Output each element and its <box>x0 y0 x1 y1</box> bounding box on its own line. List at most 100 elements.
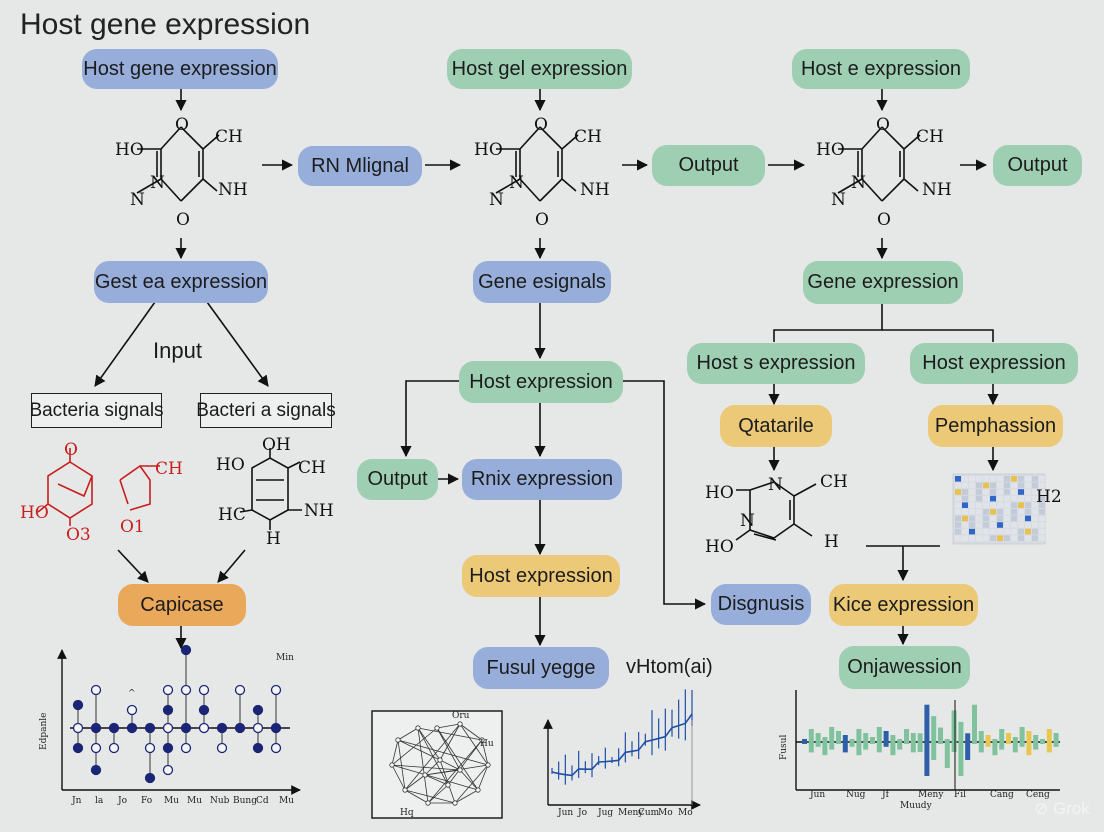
chem-label: N <box>489 190 504 210</box>
bar <box>883 742 889 747</box>
heatmap-cell <box>969 502 975 508</box>
arrow <box>206 301 269 387</box>
bar <box>978 742 984 753</box>
dot-point <box>216 722 228 734</box>
heatmap-cell <box>997 502 1003 508</box>
heatmap-cell <box>1039 522 1045 528</box>
chem-label: HO <box>705 537 734 557</box>
network-edge <box>459 769 479 791</box>
bar <box>836 731 841 742</box>
chem-label: O1 <box>120 517 145 537</box>
node-host-gel-expression[interactable]: Host gel expression <box>447 49 632 89</box>
node-kice-expression[interactable]: Kice expression <box>829 584 978 626</box>
node-host-e-expression[interactable]: Host e expression <box>792 49 970 89</box>
heatmap-cell <box>1004 489 1010 495</box>
connector <box>773 304 883 342</box>
heatmap-cell <box>976 476 982 482</box>
heatmap-cell <box>997 476 1003 482</box>
chem-label: HO <box>216 455 245 475</box>
dot-point <box>180 644 192 656</box>
node-bacteria-signals-right[interactable]: Bacteri a signals <box>196 393 336 428</box>
dot-point <box>108 742 120 754</box>
tick-label: Jug <box>597 808 613 818</box>
bar <box>972 704 977 742</box>
dot-point <box>162 704 174 716</box>
node-pemphassion[interactable]: Pemphassion <box>928 405 1063 447</box>
node-onjawession[interactable]: Onjawession <box>839 646 970 689</box>
network-node <box>402 787 408 793</box>
bar <box>897 739 903 742</box>
bar <box>1040 742 1045 744</box>
network-graph: Oru Hu Hq <box>371 710 503 819</box>
node-rn-mlignal[interactable]: RN Mlignal <box>298 146 422 186</box>
tick-label: Meny <box>618 808 644 818</box>
network-edge <box>424 774 449 786</box>
network-edge <box>424 759 441 776</box>
heatmap-cell <box>1039 528 1045 535</box>
dot-point <box>234 722 246 734</box>
heatmap-cell <box>1011 522 1017 528</box>
node-qtatarile[interactable]: Qtatarile <box>720 405 832 447</box>
heatmap-cell <box>1025 528 1031 535</box>
bar <box>910 733 916 742</box>
tick-label: Bung <box>233 796 257 806</box>
bar <box>972 742 977 744</box>
chem-label: N <box>509 173 524 193</box>
heatmap-cell <box>1018 509 1024 515</box>
node-host-expression-2[interactable]: Host expression <box>462 555 620 597</box>
dot-point <box>144 742 156 754</box>
heatmap-cell <box>997 482 1003 489</box>
chem-label: CH <box>916 127 944 147</box>
node-fusul-yegge[interactable]: Fusul yegge <box>473 647 609 689</box>
dot-point <box>216 742 228 754</box>
node-output-left[interactable]: Output <box>357 459 438 500</box>
network-edge <box>417 727 429 804</box>
network-node <box>452 800 458 806</box>
node-disgnusis[interactable]: Disgnusis <box>711 584 811 625</box>
node-capicase[interactable]: Capicase <box>118 584 246 626</box>
heatmap-cell <box>1004 509 1010 515</box>
chart-xlabel: Muudy <box>900 801 933 811</box>
bar <box>870 737 875 742</box>
chem-label: N <box>150 173 165 193</box>
chem-label: H <box>266 529 281 549</box>
heatmap-cell <box>983 515 989 522</box>
bar <box>958 721 964 742</box>
dot-point <box>234 684 246 696</box>
node-gene-expression-3[interactable]: Gene expression <box>803 261 963 304</box>
node-host-expression[interactable]: Host expression <box>459 361 623 403</box>
chem-label: N <box>851 173 866 193</box>
bar <box>965 733 971 742</box>
network-edge <box>397 739 406 791</box>
heatmap-cell <box>1025 482 1031 489</box>
heatmap-cell <box>962 482 968 489</box>
heatmap-cell <box>1004 495 1010 502</box>
dot-point <box>180 684 192 696</box>
network-edge <box>477 764 489 791</box>
node-output-middle[interactable]: Output <box>652 145 765 186</box>
network-edge <box>481 739 489 766</box>
dot-point <box>108 722 120 734</box>
heatmap-cell <box>1032 515 1038 522</box>
chem-label: NH <box>580 180 610 200</box>
heatmap-cell <box>997 522 1003 528</box>
bar <box>904 742 909 744</box>
node-output-right[interactable]: Output <box>993 145 1082 186</box>
node-rnix-expression[interactable]: Rnix expression <box>462 459 622 500</box>
heatmap-cell <box>969 482 975 489</box>
node-host-expression-right[interactable]: Host expression <box>910 343 1078 384</box>
bar <box>938 727 943 742</box>
heatmap-cell <box>1011 482 1017 489</box>
node-gene-esignals[interactable]: Gene esignals <box>473 261 611 303</box>
chem-label: O <box>176 210 190 230</box>
heatmap-cell <box>1039 509 1045 515</box>
node-gene-expression[interactable]: Gest ea expression <box>94 261 268 303</box>
node-host-gene-expression[interactable]: Host gene expression <box>82 49 278 89</box>
network-edge <box>447 739 483 786</box>
bar <box>999 729 1005 742</box>
node-bacteria-signals-left[interactable]: Bacteria signals <box>29 393 164 428</box>
network-edge <box>391 727 438 766</box>
bar <box>917 733 923 742</box>
node-host-s-expression[interactable]: Host s expression <box>687 343 865 384</box>
